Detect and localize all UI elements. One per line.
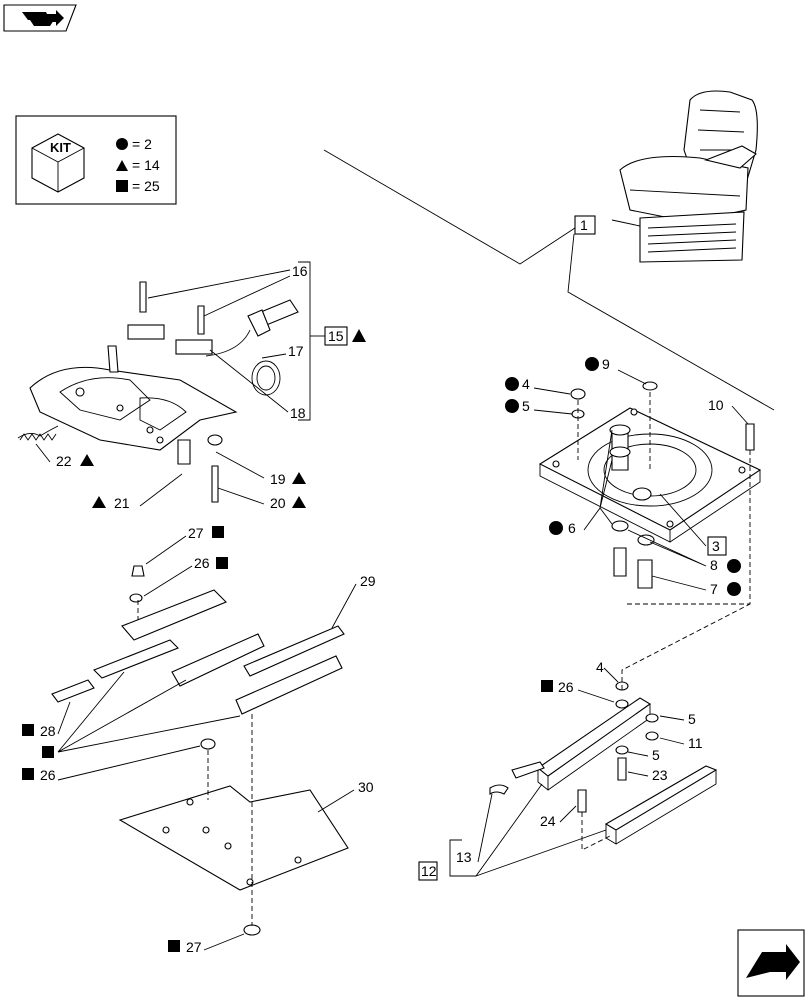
callout-26c: 26 [40, 767, 56, 783]
circle-symbol-icon [505, 399, 519, 413]
leader-1-right [567, 233, 775, 411]
square-symbol-icon [168, 940, 180, 952]
callout-box-1 [574, 215, 596, 235]
callout-4a: 4 [522, 376, 530, 392]
kit-circle-count: = 2 [132, 136, 152, 152]
callout-8: 8 [710, 557, 718, 573]
callout-5b: 5 [688, 711, 696, 727]
square-symbol-icon [22, 768, 34, 780]
callout-26a: 26 [558, 679, 574, 695]
callout-box-12 [418, 861, 438, 881]
kit-triangle-count: = 14 [132, 157, 160, 173]
leader-1-left [323, 149, 579, 265]
kit-square-count: = 25 [132, 178, 160, 194]
callout-10: 10 [708, 397, 724, 413]
callout-28: 28 [40, 723, 56, 739]
kit-legend: KIT = 2 = 14 = 25 [15, 115, 177, 205]
callout-26b: 26 [194, 555, 210, 571]
circle-symbol-icon [727, 582, 741, 596]
callout-box-3 [707, 536, 727, 556]
triangle-symbol-icon [352, 329, 366, 342]
slide-rail-group [489, 681, 718, 845]
kit-title: KIT [50, 140, 71, 155]
callout-13: 13 [456, 849, 472, 865]
callout-18: 18 [290, 405, 306, 421]
next-page-arrow-icon[interactable] [737, 929, 805, 997]
callout-20: 20 [270, 495, 286, 511]
square-symbol-icon [216, 557, 228, 569]
adaptor-plate-group [51, 565, 349, 936]
suspension-plate-group [17, 281, 299, 503]
callout-6: 6 [568, 520, 576, 536]
bracket-16-18 [298, 261, 311, 421]
callout-23: 23 [652, 767, 668, 783]
callout-27a: 27 [188, 525, 204, 541]
triangle-symbol-icon [80, 454, 94, 466]
book-arrow-icon[interactable] [3, 4, 77, 32]
callout-27b: 27 [186, 939, 202, 955]
callout-29: 29 [360, 573, 376, 589]
callout-7: 7 [710, 581, 718, 597]
callout-24: 24 [540, 813, 556, 829]
callout-4b: 4 [596, 659, 604, 675]
callout-30: 30 [358, 779, 374, 795]
callout-19: 19 [270, 471, 286, 487]
triangle-symbol-icon [116, 160, 128, 171]
triangle-symbol-icon [292, 472, 306, 484]
callout-3: 3 [712, 538, 720, 554]
square-symbol-icon [116, 180, 128, 192]
seat-assembly [611, 90, 758, 263]
callout-5a: 5 [522, 398, 530, 414]
callout-17: 17 [288, 343, 304, 359]
callout-15: 15 [328, 328, 344, 344]
callout-16: 16 [292, 263, 308, 279]
square-symbol-icon [22, 724, 34, 736]
circle-symbol-icon [585, 357, 599, 371]
circle-symbol-icon [727, 559, 741, 573]
callout-1: 1 [580, 217, 588, 233]
square-symbol-icon [212, 526, 224, 538]
circle-symbol-icon [116, 138, 128, 150]
callout-5c: 5 [652, 747, 660, 763]
callout-9: 9 [602, 356, 610, 372]
square-symbol-icon [541, 680, 553, 692]
callout-11: 11 [688, 735, 703, 751]
square-symbol-icon [42, 746, 54, 758]
callout-22: 22 [56, 453, 72, 469]
triangle-symbol-icon [292, 496, 306, 508]
callout-12: 12 [421, 863, 437, 879]
triangle-symbol-icon [92, 496, 106, 508]
circle-symbol-icon [505, 377, 519, 391]
callout-21: 21 [114, 495, 130, 511]
circle-symbol-icon [549, 521, 563, 535]
